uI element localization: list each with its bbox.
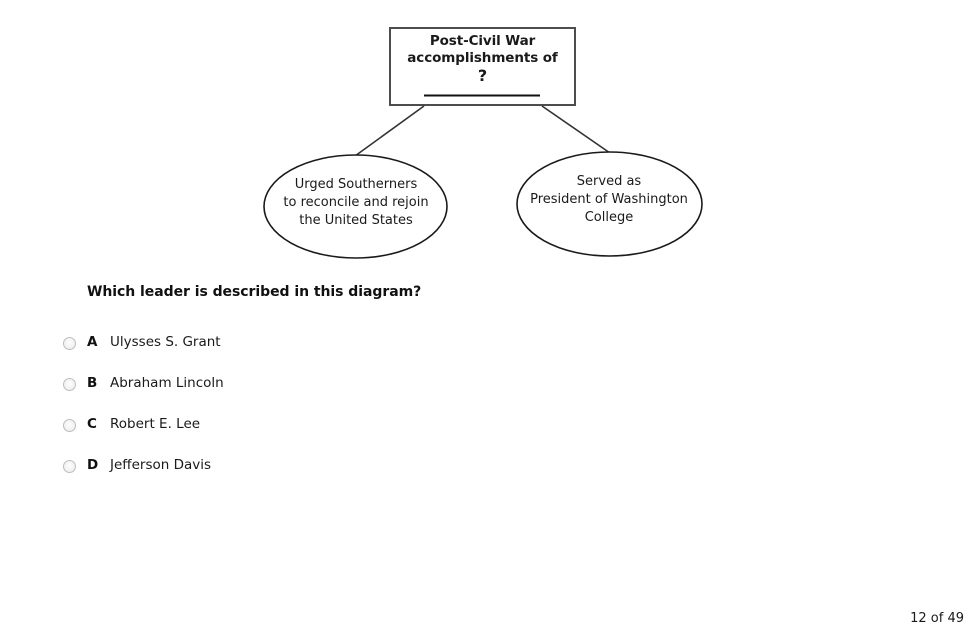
ellipse-right-shape [516,151,703,257]
radio-button-d[interactable] [63,460,76,473]
top-box-blank-marker: ? [477,66,488,85]
answer-option-d[interactable]: D Jefferson Davis [0,448,978,489]
page-indicator: 12 of 49 [910,611,964,626]
answer-option-b[interactable]: B Abraham Lincoln [0,366,978,407]
option-label-d: Jefferson Davis [110,457,212,473]
option-letter-a: A [87,334,98,350]
radio-button-a[interactable] [63,337,76,350]
top-box-line-1: Post-Civil War [429,33,536,49]
node-line-1: Served as [576,174,642,189]
connector-left [354,105,425,157]
diagram-area: Post-Civil War accomplishments of ? Urge… [0,0,978,272]
ellipse-left-shape [263,154,448,259]
node-line-3: College [584,210,634,225]
radio-button-c[interactable] [63,419,76,432]
node-line-2: President of Washington [530,192,688,207]
option-letter-c: C [87,416,97,432]
diagram-graphics [263,27,703,259]
connector-right [541,105,611,154]
node-line-2: to reconcile and rejoin [283,195,429,210]
answer-options-list: A Ulysses S. Grant B Abraham Lincoln C R… [0,325,978,489]
top-box-line-2: accomplishments of [407,50,558,66]
option-label-c: Robert E. Lee [110,416,201,432]
question-prompt: Which leader is described in this diagra… [87,284,422,300]
node-line-3: the United States [299,213,413,228]
node-line-1: Urged Southerners [294,177,418,192]
radio-button-b[interactable] [63,378,76,391]
answer-option-c[interactable]: C Robert E. Lee [0,407,978,448]
diagram-node-urged-southerners: Urged Southerners to reconcile and rejoi… [264,176,448,230]
option-letter-b: B [87,375,98,391]
option-label-a: Ulysses S. Grant [110,334,221,350]
top-box-shape [389,27,576,106]
diagram-node-washington-college: Served as President of Washington Colleg… [516,173,702,227]
answer-option-a[interactable]: A Ulysses S. Grant [0,325,978,366]
option-letter-d: D [87,457,99,473]
option-label-b: Abraham Lincoln [110,375,224,391]
top-box-text: Post-Civil War accomplishments of ? [391,29,574,103]
